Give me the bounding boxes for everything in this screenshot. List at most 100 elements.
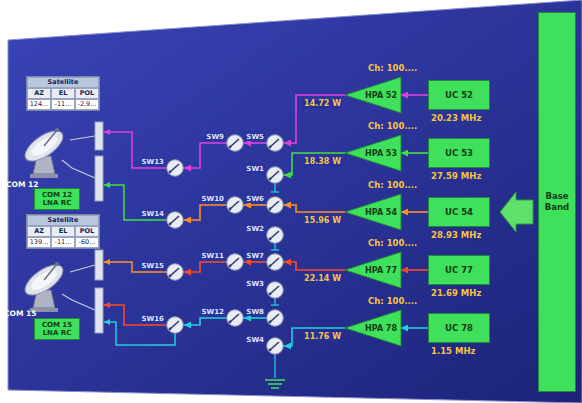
switch-pivot	[269, 349, 272, 352]
rf-wire	[104, 322, 175, 345]
uc-label: UC 52	[429, 90, 489, 100]
hpa-label: 14.72 W	[303, 99, 342, 108]
switch-symbol	[266, 337, 284, 355]
switch-blade	[270, 139, 279, 147]
antenna-dish	[44, 264, 57, 280]
switch-pivot	[269, 321, 272, 324]
switch-pivot	[169, 328, 172, 331]
switch-symbol	[226, 253, 244, 271]
table-cell: Satellite	[27, 77, 99, 88]
switch-label: SW3	[245, 280, 265, 288]
rf-switch: SW4	[266, 337, 284, 355]
hpa-shape	[345, 252, 401, 288]
signal-connector	[401, 152, 428, 154]
table-cell: 124...	[27, 99, 51, 110]
switch-blade	[170, 164, 179, 172]
antenna-dish	[20, 259, 68, 312]
antenna-dish	[44, 130, 57, 146]
switch-circle	[167, 317, 184, 334]
satellite-table: SatelliteAZELPOL124...-11...-2.9...	[26, 76, 100, 111]
channel-label: Ch: 100....	[368, 238, 417, 248]
ground-symbol	[265, 380, 285, 388]
switch-label: SW2	[245, 225, 265, 233]
feed-line	[62, 294, 95, 310]
baseband-bar: Base Band	[538, 12, 576, 392]
switch-blade	[230, 201, 239, 209]
hpa-label: 15.96 W	[303, 216, 342, 225]
antenna-dish	[20, 125, 68, 167]
table-cell: EL	[51, 226, 75, 237]
switch-pivot	[169, 223, 172, 226]
feed-line	[70, 265, 95, 272]
antenna-dish	[55, 262, 59, 266]
hpa-amplifier: HPA 7811.76 W	[345, 310, 401, 346]
switch-circle	[227, 135, 244, 152]
lna-label: COM 15 LNA RC	[42, 321, 72, 337]
table-cell: POL	[75, 226, 99, 237]
switch-blade	[230, 258, 239, 266]
rf-switch: SW8	[266, 309, 284, 327]
table-cell: -60...	[75, 237, 99, 248]
switch-pivot	[169, 275, 172, 278]
switch-blade	[270, 342, 279, 350]
switch-pivot	[229, 321, 232, 324]
uc-label: 28.93 MHz	[431, 230, 481, 240]
switch-pivot	[269, 146, 272, 149]
combiner-strip	[95, 250, 103, 280]
hpa-label: HPA 52	[365, 91, 397, 100]
lna-box: COM 15 LNA RC	[34, 318, 80, 340]
switch-pivot	[269, 178, 272, 181]
table-cell: Satellite	[27, 215, 99, 226]
rf-switch: SW1	[266, 166, 284, 184]
feed-line	[70, 136, 95, 140]
switch-symbol	[266, 281, 284, 299]
ground-symbol	[271, 387, 279, 389]
switch-stub	[274, 299, 275, 305]
lna-box: COM 12 LNA RC	[34, 188, 80, 210]
switch-label: SW4	[245, 336, 265, 344]
switch-circle	[267, 282, 284, 299]
satellite-table: SatelliteAZELPOL139...-11...-60...	[26, 214, 100, 249]
switch-circle	[167, 264, 184, 281]
hpa-amplifier: HPA 5318.38 W	[345, 135, 401, 171]
switch-pivot	[269, 265, 272, 268]
signal-connector	[184, 205, 226, 220]
switch-blade	[170, 268, 179, 276]
switch-circle	[227, 254, 244, 271]
baseband-label: Base Band	[539, 191, 575, 213]
channel-label: Ch: 100....	[368, 121, 417, 131]
rf-switch: SW12	[226, 309, 244, 327]
switch-symbol	[266, 226, 284, 244]
antenna-dish	[20, 259, 68, 301]
switch-blade	[270, 201, 279, 209]
rf-switch: SW3	[266, 281, 284, 299]
switch-blade	[230, 139, 239, 147]
switch-symbol	[226, 134, 244, 152]
rf-switch: SW2	[266, 226, 284, 244]
rf-switch: SW14	[166, 211, 184, 229]
switch-label: SW16	[140, 315, 165, 323]
switch-circle	[267, 197, 284, 214]
switch-label: SW7	[245, 252, 265, 260]
combiner-strip	[95, 156, 103, 201]
rf-switch: SW13	[166, 159, 184, 177]
signal-connector	[284, 95, 345, 143]
switch-symbol	[266, 309, 284, 327]
switch-blade	[230, 314, 239, 322]
ground-symbol	[265, 379, 285, 381]
switch-blade	[270, 258, 279, 266]
switch-symbol	[266, 166, 284, 184]
rf-wire	[104, 132, 166, 168]
switch-blade	[270, 286, 279, 294]
switch-symbol	[266, 196, 284, 214]
switch-circle	[167, 160, 184, 177]
hpa-amplifier: HPA 5415.96 W	[345, 194, 401, 230]
antenna-label: COM 12	[6, 180, 38, 189]
signal-connector	[284, 153, 345, 175]
antenna-dish	[55, 128, 59, 132]
hpa-label: HPA 53	[365, 149, 397, 158]
upconverter-box: UC 781.15 MHz	[428, 313, 490, 343]
switch-symbol	[266, 134, 284, 152]
